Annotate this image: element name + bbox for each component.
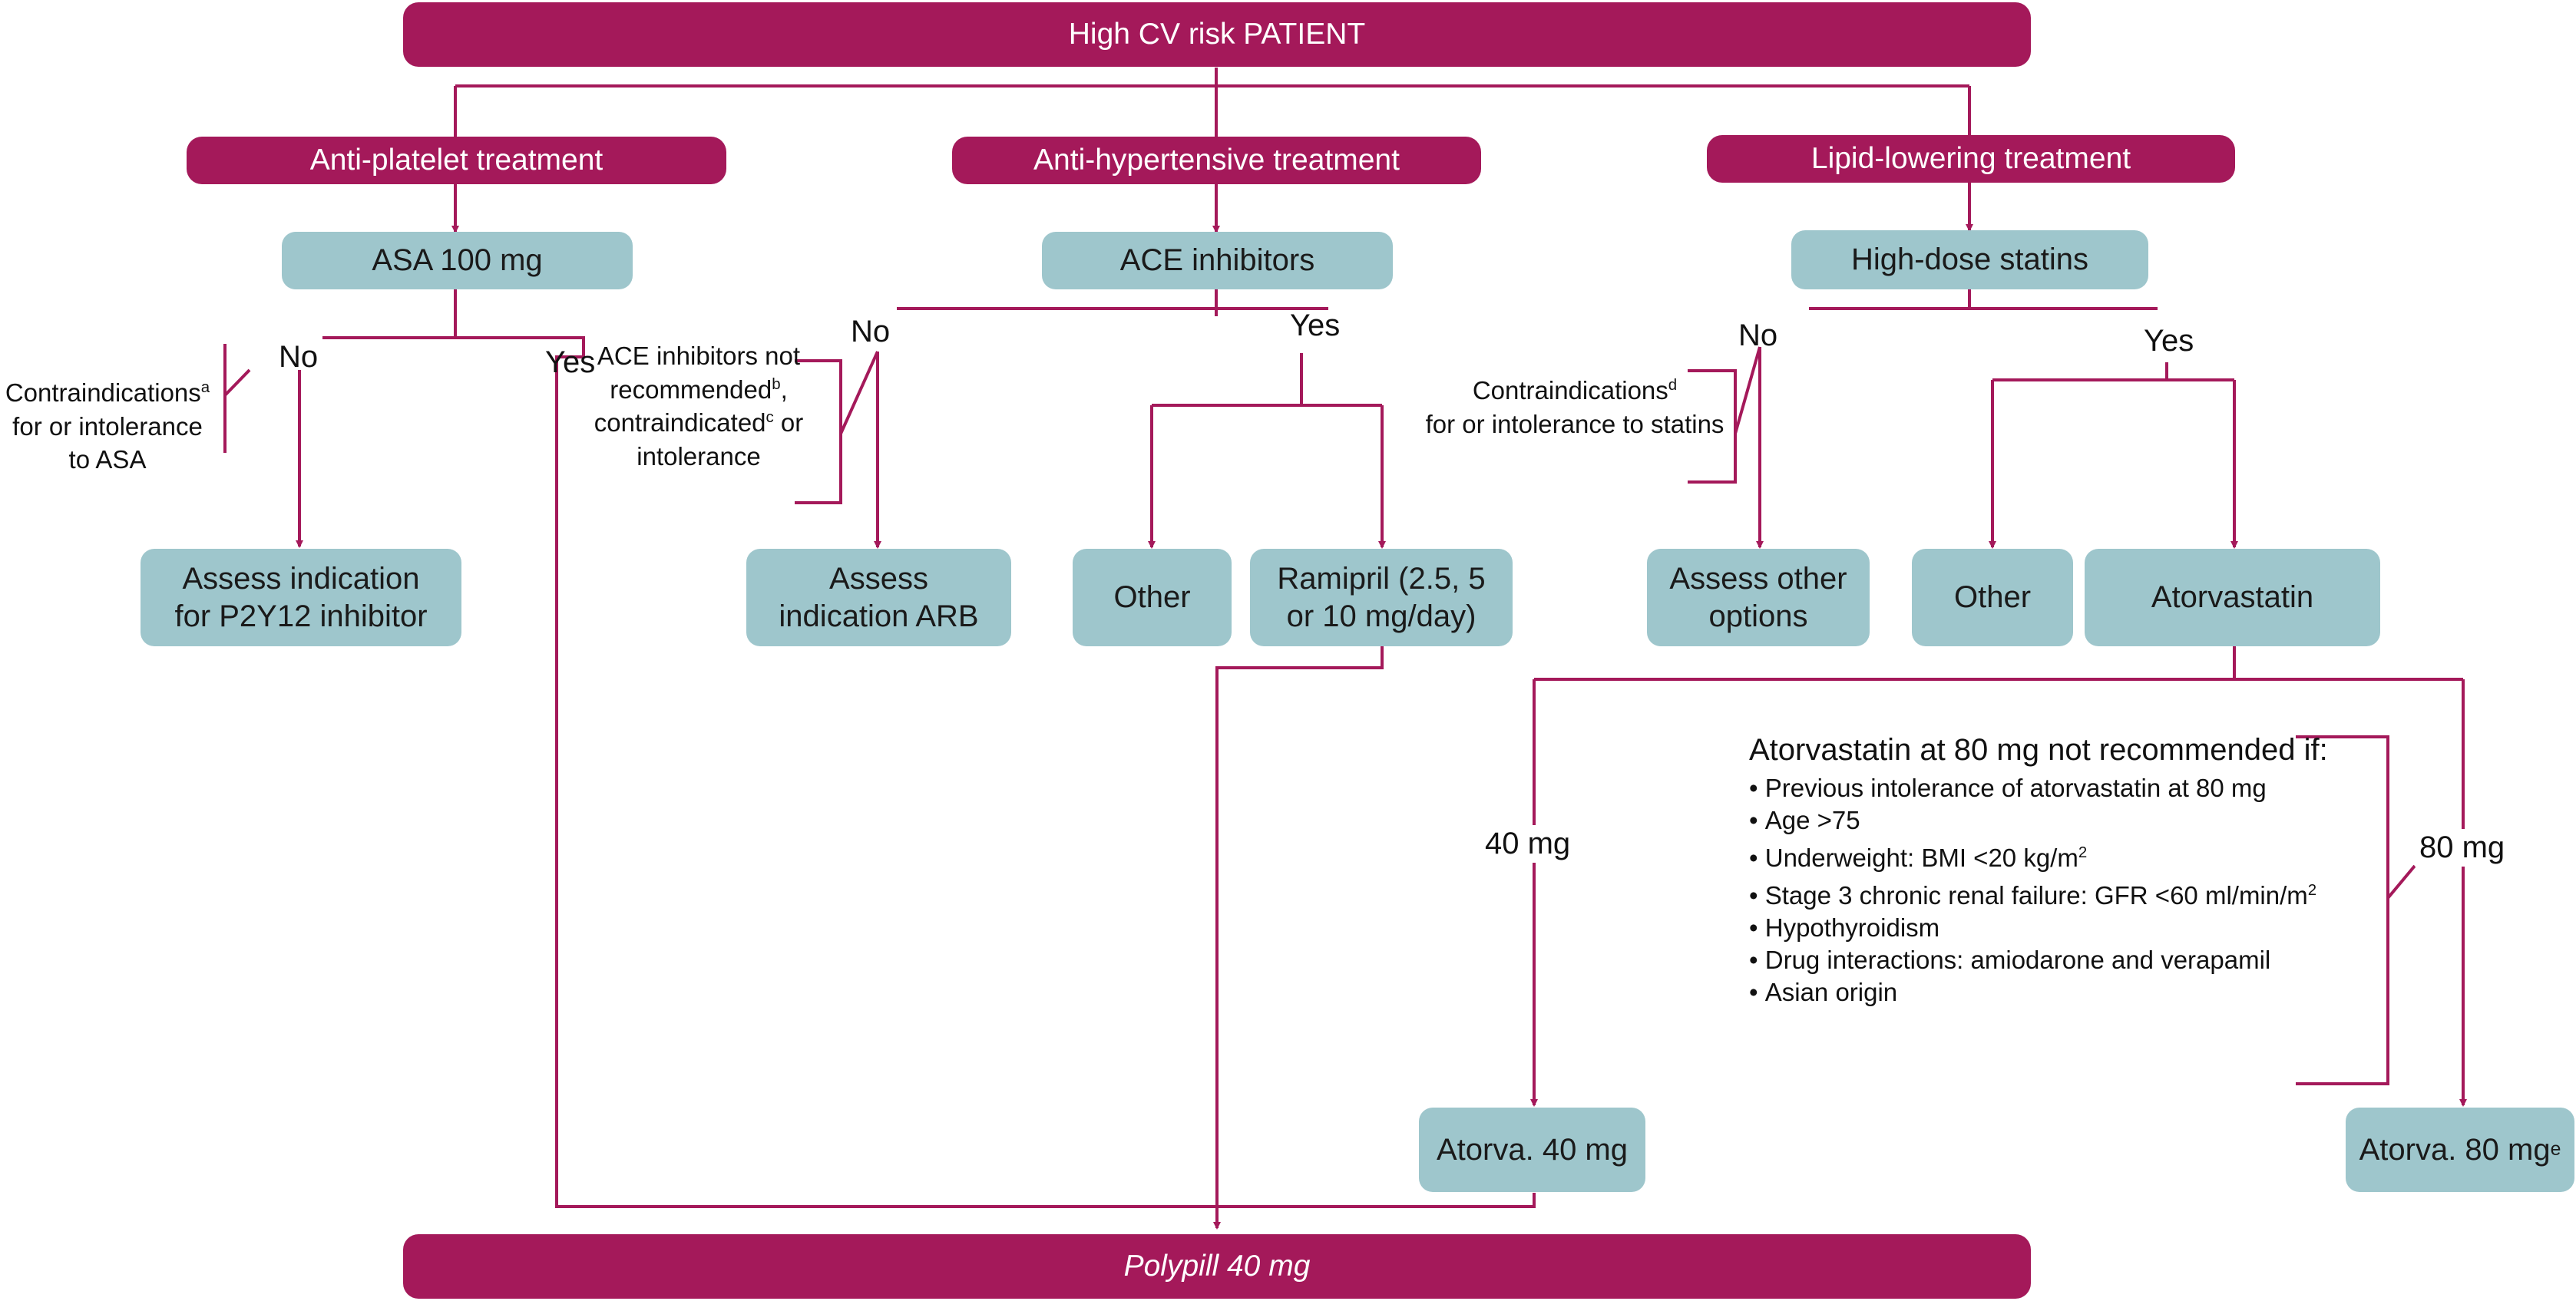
assess-p2y12: Assess indication for P2Y12 inhibitor bbox=[141, 549, 461, 646]
label-statin-yes: Yes bbox=[2144, 324, 2194, 358]
connector-statin-split bbox=[1809, 289, 2158, 310]
connector-statin-yes bbox=[1991, 362, 2234, 547]
warning-title: Atorvastatin at 80 mg not recommended if… bbox=[1749, 733, 2328, 767]
connector-atorva40-to-polypill bbox=[1217, 1193, 1536, 1208]
bottom-node-polypill: Polypill 40 mg bbox=[403, 1234, 2031, 1299]
brace-ace-note bbox=[795, 351, 879, 504]
ace-other: Other bbox=[1073, 549, 1232, 646]
label-ace-yes: Yes bbox=[1290, 309, 1341, 342]
connector-asa-split bbox=[322, 289, 1216, 1208]
drug-ace-inhibitors: ACE inhibitors bbox=[1042, 232, 1393, 289]
note-asa-contraindications: Contraindicationsa for or intolerance to… bbox=[5, 378, 210, 474]
ramipril-dose: Ramipril (2.5, 5 or 10 mg/day) bbox=[1250, 549, 1513, 646]
header-lipid-lowering: Lipid-lowering treatment bbox=[1707, 135, 2235, 183]
note-ace-contraindications: ACE inhibitors not recommendedb, contrai… bbox=[594, 342, 804, 471]
connector-atorvastatin-split bbox=[1534, 646, 2463, 681]
label-40mg: 40 mg bbox=[1480, 825, 1576, 863]
header-antihypertensive: Anti-hypertensive treatment bbox=[952, 137, 1481, 184]
atorvastatin: Atorvastatin bbox=[2085, 549, 2380, 646]
warning-list: Previous intolerance of atorvastatin at … bbox=[1749, 772, 2328, 1009]
assess-other-options: Assess other options bbox=[1647, 549, 1870, 646]
brace-statin-note bbox=[1688, 346, 1761, 484]
warning-item: Stage 3 chronic renal failure: GFR <60 m… bbox=[1749, 874, 2328, 912]
warning-item: Drug interactions: amiodarone and verapa… bbox=[1749, 944, 2328, 976]
note-statin-contraindications: Contraindicationsd for or intolerance to… bbox=[1425, 376, 1724, 438]
label-asa-no: No bbox=[279, 340, 319, 374]
connector-ramipril-to-polypill bbox=[1213, 646, 1384, 1230]
label-statin-no: No bbox=[1738, 319, 1778, 352]
assess-arb: Assess indication ARB bbox=[746, 549, 1011, 646]
brace-asa-note bbox=[223, 344, 251, 453]
drug-asa-100mg: ASA 100 mg bbox=[282, 232, 633, 289]
statin-other: Other bbox=[1912, 549, 2073, 646]
brace-80mg-warning bbox=[2296, 735, 2416, 1085]
atorva-40mg: Atorva. 40 mg bbox=[1419, 1108, 1645, 1192]
warning-item: Asian origin bbox=[1749, 976, 2328, 1009]
warning-item: Hypothyroidism bbox=[1749, 912, 2328, 944]
warning-item: Underweight: BMI <20 kg/m2 bbox=[1749, 837, 2328, 874]
warning-item: Previous intolerance of atorvastatin at … bbox=[1749, 772, 2328, 804]
connector-ace-split bbox=[897, 289, 1328, 316]
label-asa-yes: Yes bbox=[545, 345, 596, 379]
label-80mg: 80 mg bbox=[2415, 829, 2510, 867]
connector-top-split bbox=[454, 68, 1971, 137]
connector-ace-yes bbox=[1150, 353, 1384, 547]
header-antiplatelet: Anti-platelet treatment bbox=[187, 137, 726, 184]
atorvastatin-80mg-warning: Atorvastatin at 80 mg not recommended if… bbox=[1749, 733, 2328, 1009]
top-node-high-cv-risk: High CV risk PATIENT bbox=[403, 2, 2031, 67]
warning-item: Age >75 bbox=[1749, 804, 2328, 837]
label-ace-no: No bbox=[851, 315, 891, 348]
drug-high-dose-statins: High-dose statins bbox=[1791, 230, 2148, 289]
